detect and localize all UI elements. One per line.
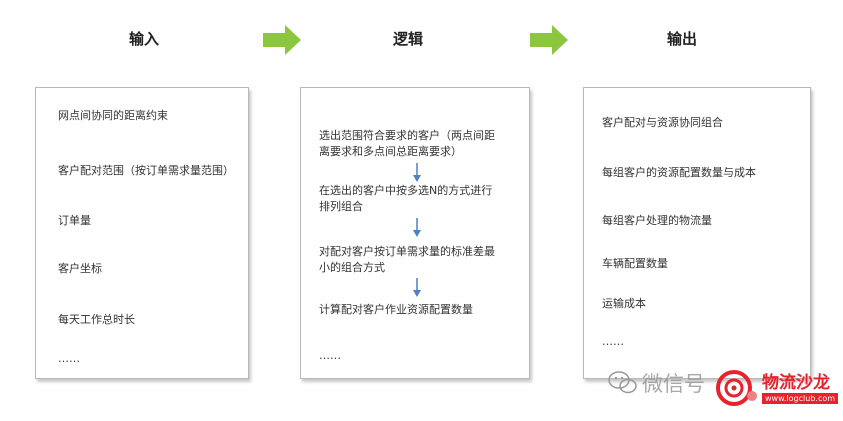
output-item: 客户配对与资源协同组合 [602,116,723,129]
output-item: …… [602,335,624,348]
logic-step: 在选出的客户中按多选N的方式进行 排列组合 [319,184,493,213]
flow-arrow-icon [530,25,568,55]
watermark-brand: 物流沙龙 [762,373,830,393]
logistics-salon-logo-icon [716,370,757,406]
wechat-icon [608,371,637,394]
output-box: 客户配对与资源协同组合 每组客户的资源配置数量与成本 每组客户处理的物流量 车辆… [583,87,811,379]
logic-step: 对配对客户按订单需求量的标准差最 小的组合方式 [319,245,495,274]
watermark: 微信号 物流沙龙 www.logclub.com [604,362,840,414]
input-item: …… [58,352,80,365]
output-item: 每组客户处理的物流量 [602,214,712,227]
logic-box: 选出范围符合要求的客户（两点间距 离要求和多点间总距离要求） 在选出的客户中按多… [300,87,530,379]
input-item: 每天工作总时长 [58,313,135,326]
flow-arrow-icon [263,25,301,55]
column-header-input: 输入 [129,30,160,48]
watermark-text: 微信号 [642,372,705,396]
column-header-output: 输出 [667,30,698,48]
output-item: 运输成本 [602,297,646,310]
output-item: 每组客户的资源配置数量与成本 [602,166,756,179]
output-item: 车辆配置数量 [602,257,668,270]
logic-ellipsis: …… [319,349,341,362]
down-arrow-icon [413,163,421,182]
column-header-logic: 逻辑 [393,30,424,48]
watermark-url: www.logclub.com [762,393,839,404]
input-box: 网点间协同的距离约束 客户配对范围（按订单需求量范围） 订单量 客户坐标 每天工… [35,87,249,379]
input-item: 客户配对范围（按订单需求量范围） [58,164,234,177]
input-item: 订单量 [58,214,91,227]
logic-step: 计算配对客户作业资源配置数量 [319,303,473,316]
down-arrow-icon [413,278,421,297]
input-item: 客户坐标 [58,262,102,275]
down-arrow-icon [413,218,421,237]
input-item: 网点间协同的距离约束 [58,109,168,122]
logic-step: 选出范围符合要求的客户（两点间距 离要求和多点间总距离要求） [319,129,495,158]
